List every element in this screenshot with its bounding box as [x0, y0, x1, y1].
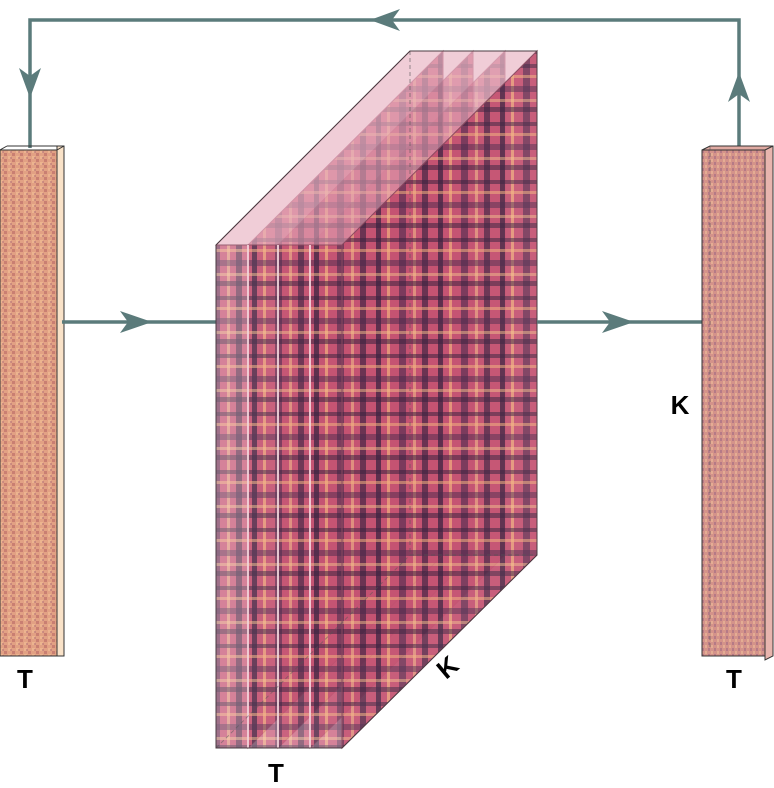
- arrowhead-up: [728, 72, 750, 102]
- right-bar-k-label: K: [671, 390, 690, 420]
- left-bar-t-label: T: [17, 664, 33, 694]
- arrowhead-left-top: [370, 9, 400, 31]
- cube-t-label: T: [268, 758, 284, 788]
- attention-cube: [214, 49, 539, 750]
- arrow-cube-to-right: [537, 311, 702, 333]
- right-bar-t-label: T: [726, 664, 742, 694]
- right-output-bar: [701, 145, 774, 661]
- arrowhead-down: [19, 68, 41, 98]
- left-input-bar: [0, 145, 65, 657]
- arrow-left-to-cube: [62, 311, 216, 333]
- feedback-arrow: [19, 9, 750, 148]
